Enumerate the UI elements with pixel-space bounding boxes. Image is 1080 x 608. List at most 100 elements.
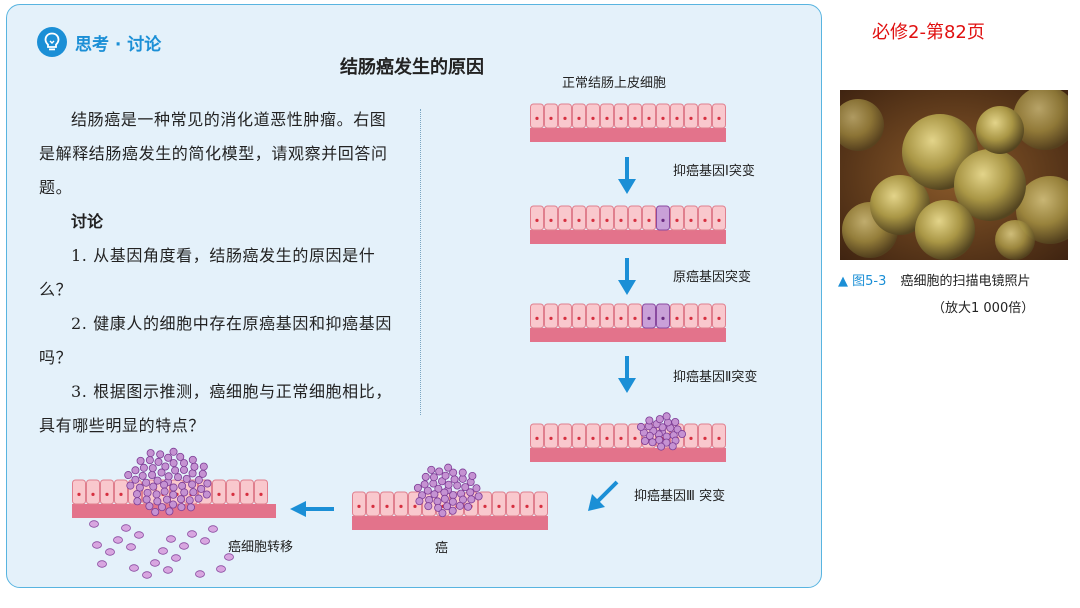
epithelial-cell — [544, 303, 558, 329]
down-arrow-icon — [618, 356, 636, 393]
cancer-cell — [142, 478, 151, 487]
step3-label: 抑癌基因Ⅱ突变 — [673, 370, 758, 385]
lightbulb-icon — [37, 27, 67, 57]
cancer-cell — [177, 503, 186, 512]
cell-nucleus — [357, 504, 361, 508]
cancer-cell — [169, 500, 178, 509]
step2-label: 原癌基因突变 — [673, 270, 752, 285]
metastasis-label: 癌细胞转移 — [228, 540, 294, 555]
cell-nucleus — [245, 492, 249, 496]
tissue-cancer — [352, 463, 548, 530]
cancer-cell — [131, 475, 140, 484]
migrating-cancer-cell — [216, 565, 226, 573]
cancer-cell — [194, 494, 203, 503]
cell-nucleus — [647, 316, 651, 320]
epithelial-cell — [114, 479, 128, 505]
epithelial-cell — [614, 205, 628, 231]
cancer-cell — [189, 488, 198, 497]
cancer-cell — [136, 456, 145, 465]
cancer-cell — [153, 497, 162, 506]
cancer-cell — [162, 495, 171, 504]
migrating-cancer-cell — [134, 531, 144, 539]
cell-nucleus — [633, 316, 637, 320]
cell-nucleus — [259, 492, 263, 496]
cancer-cell — [126, 481, 135, 490]
migrating-cancer-cell — [179, 542, 189, 550]
figure-marker-icon: ▲ — [838, 274, 848, 289]
cancer-cell — [424, 502, 433, 511]
cell-nucleus — [675, 116, 679, 120]
basement-layer — [530, 128, 726, 142]
cell-nucleus — [661, 316, 665, 320]
cancer-cell — [161, 462, 170, 471]
migrating-cancer-cell — [187, 530, 197, 538]
figure-magnification: （放大1 000倍） — [932, 301, 1035, 316]
epithelial-cell — [670, 103, 684, 129]
migrating-cancer-cell — [150, 559, 160, 567]
cancer-cell — [135, 483, 144, 492]
epithelial-cell — [530, 303, 544, 329]
cancer-cell — [202, 490, 211, 499]
cancer-cell — [179, 459, 188, 468]
cancer-cell — [198, 469, 207, 478]
cell-nucleus — [661, 218, 665, 222]
cancer-cell — [176, 495, 185, 504]
cancer-cell — [449, 468, 458, 477]
cell-nucleus — [647, 116, 651, 120]
epithelial-cell — [628, 205, 642, 231]
cancer-cell — [448, 506, 457, 515]
cancer-cell — [160, 487, 169, 496]
cell-nucleus — [577, 436, 581, 440]
cell-nucleus — [483, 504, 487, 508]
cancer-cell — [179, 465, 188, 474]
migrating-cancer-cell — [126, 543, 136, 551]
epithelial-cell — [72, 479, 86, 505]
box-title: 结肠癌发生的原因 — [340, 57, 484, 78]
cancer-cell — [188, 455, 197, 464]
epithelial-cell — [712, 303, 726, 329]
cancer-cell — [466, 488, 475, 497]
cell-nucleus — [717, 316, 721, 320]
cell-nucleus — [77, 492, 81, 496]
cancer-cell — [441, 471, 450, 480]
left-arrow-icon — [290, 501, 334, 517]
cancer-cell — [145, 502, 154, 511]
cell-nucleus — [591, 436, 595, 440]
cancer-cell — [645, 416, 654, 425]
cancer-cell — [429, 473, 438, 482]
cell-nucleus — [577, 218, 581, 222]
cell-nucleus — [385, 504, 389, 508]
cancer-cell — [169, 483, 178, 492]
cell-nucleus — [535, 436, 539, 440]
epithelial-cell — [534, 491, 548, 517]
cancer-cell — [185, 496, 194, 505]
cancer-cell — [461, 483, 470, 492]
cell-nucleus — [605, 116, 609, 120]
epithelial-cell — [212, 479, 226, 505]
diagonal-arrow-icon — [588, 480, 619, 511]
cell-nucleus — [549, 218, 553, 222]
cell-nucleus — [661, 116, 665, 120]
epithelial-cell — [586, 423, 600, 449]
cell-nucleus — [703, 316, 707, 320]
cancer-cell — [434, 484, 443, 493]
cancer-cell — [668, 442, 677, 451]
down-arrow-icon — [618, 157, 636, 194]
discussion-heading: 讨论 — [71, 212, 104, 231]
cancer-cell — [662, 412, 671, 421]
epithelial-cell — [530, 103, 544, 129]
cancer-cell — [143, 488, 152, 497]
cancer-cell — [671, 417, 680, 426]
question-2: 2. 健康人的细胞中存在原癌基因和抑癌基因吗？ — [39, 314, 392, 367]
cancer-cell — [455, 501, 464, 510]
cancer-cell — [474, 492, 483, 501]
cell-nucleus — [619, 218, 623, 222]
cancer-cell — [467, 495, 476, 504]
cancer-cell — [124, 471, 133, 480]
cell-nucleus — [633, 436, 637, 440]
epithelial-cell — [572, 103, 586, 129]
epithelial-cell — [600, 205, 614, 231]
cell-nucleus — [717, 436, 721, 440]
epithelial-cell — [670, 303, 684, 329]
cancer-cell — [169, 459, 178, 468]
